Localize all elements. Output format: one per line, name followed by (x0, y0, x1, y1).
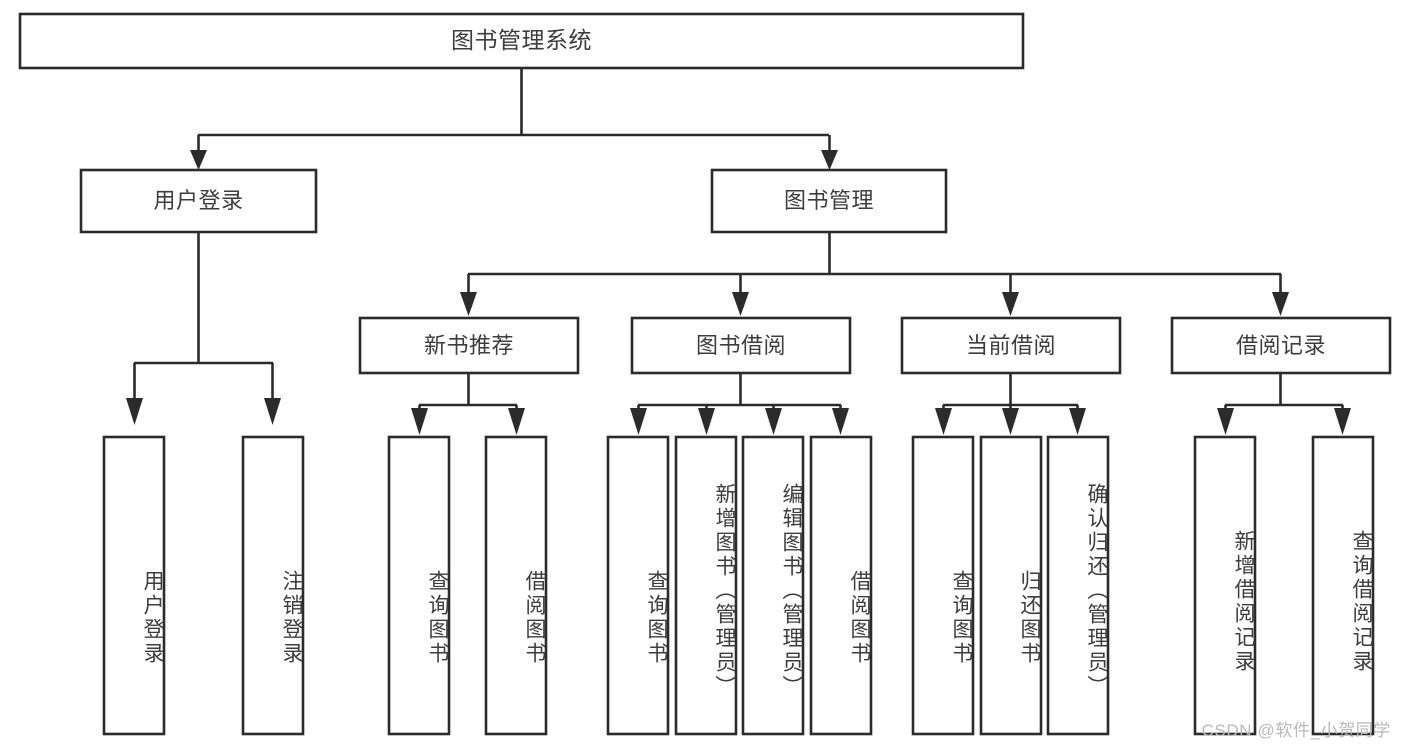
connector-group-new-book-recommend (411, 373, 525, 435)
node-box-leaf-query-book[interactable] (606, 435, 670, 736)
arrow-head-leaf-borrow-book-recommend (508, 408, 525, 435)
node-box-leaf-add-book[interactable] (674, 435, 738, 736)
watermark-text: CSDN @软件_小贺同学 (1201, 721, 1391, 740)
node-box-leaf-add-borrow-record[interactable] (1193, 435, 1257, 736)
arrow-head-leaf-query-book (630, 408, 647, 435)
arrow-head-leaf-edit-book (765, 408, 782, 435)
node-box-leaf-query-book-recommend[interactable] (387, 435, 451, 736)
node-box-leaf-edit-book[interactable] (741, 435, 805, 736)
connector-group-user-login (126, 232, 281, 425)
node-box-user-login[interactable] (79, 168, 318, 234)
node-box-book-borrow[interactable] (630, 316, 852, 375)
arrow-head-leaf-query-book-current (935, 408, 952, 435)
node-box-leaf-borrow-book[interactable] (809, 435, 873, 736)
arrow-head-leaf-user-login (126, 398, 143, 425)
node-box-leaf-user-login[interactable] (102, 435, 166, 736)
arrow-head-leaf-add-book (698, 408, 715, 435)
node-box-new-book-recommend[interactable] (358, 316, 580, 375)
node-box-leaf-query-book-current[interactable] (911, 435, 975, 736)
node-box-leaf-logout[interactable] (241, 435, 305, 736)
node-box-leaf-return-book[interactable] (979, 435, 1043, 736)
arrow-head-leaf-logout (264, 398, 281, 425)
connector-group-root (190, 68, 838, 170)
arrow-head-book-management (821, 150, 838, 170)
node-box-borrow-records[interactable] (1170, 316, 1392, 375)
arrow-head-user-login (190, 150, 207, 170)
node-box-book-management[interactable] (710, 168, 948, 234)
node-box-leaf-borrow-book-recommend[interactable] (484, 435, 548, 736)
node-box-leaf-confirm-return[interactable] (1046, 435, 1110, 736)
arrow-head-leaf-query-book-recommend (411, 408, 428, 435)
arrow-head-borrow-records (1272, 292, 1289, 316)
connector-group-current-borrow (935, 373, 1086, 435)
arrow-head-new-book-recommend (460, 292, 477, 316)
connector-group-borrow-records (1217, 373, 1351, 435)
node-box-root[interactable] (18, 12, 1025, 70)
connector-group-book-management (460, 232, 1289, 316)
node-box-leaf-query-borrow-record[interactable] (1311, 435, 1375, 736)
node-box-current-borrow[interactable] (900, 316, 1122, 375)
arrow-head-leaf-confirm-return (1069, 408, 1086, 435)
connector-group-book-borrow (630, 373, 849, 435)
arrow-head-leaf-return-book (1002, 408, 1019, 435)
arrow-head-leaf-query-borrow-record (1334, 408, 1351, 435)
arrow-head-leaf-add-borrow-record (1217, 408, 1234, 435)
arrow-head-current-borrow (1002, 292, 1019, 316)
arrow-head-leaf-borrow-book (832, 408, 849, 435)
arrow-head-book-borrow (732, 292, 749, 316)
